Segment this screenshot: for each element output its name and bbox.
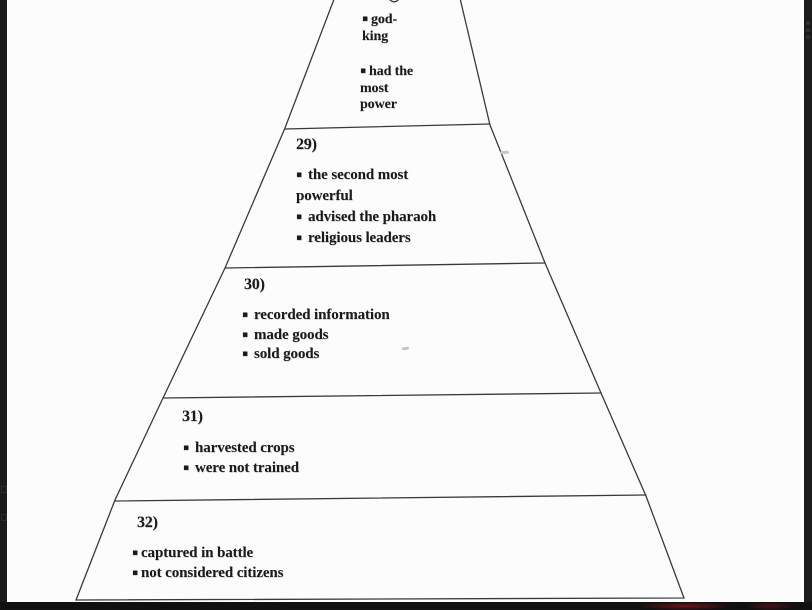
bullet-item: ▪ were not trained: [183, 458, 393, 478]
bullet-item: ▪ recorded information: [242, 306, 452, 326]
edge-artifact: [1, 486, 7, 493]
bullet-text: religious leaders: [308, 230, 411, 246]
bullet-text: sold goods: [254, 346, 320, 362]
bullet-item: ▪ made goods: [242, 326, 452, 346]
level-29-bullets: ▪the second most powerful ▪advised the p…: [296, 165, 450, 249]
bullet-square-icon: ▪: [296, 170, 302, 180]
bullet-item: ▪ harvested crops: [183, 438, 393, 458]
left-edge-bar: [0, 0, 7, 610]
bullet-text: recorded information: [254, 307, 390, 323]
level-31-bullets: ▪ harvested crops ▪ were not trained: [183, 438, 393, 478]
bullet-text: the second most powerful: [296, 167, 409, 204]
bullet-item: ▪ advised the pharaoh: [296, 207, 450, 228]
level-29-label: 29): [296, 136, 317, 153]
edge-artifact: [806, 21, 810, 25]
bullet-text: made goods: [254, 326, 329, 343]
bullet-item: ▪ sold goods: [242, 345, 452, 365]
level-32-label: 32): [137, 514, 158, 531]
bullet-square-icon: ▪: [242, 349, 248, 359]
bottom-edge-bar: [0, 602, 812, 610]
bullet-text: not considered citizens: [141, 564, 284, 581]
pyramid-outline: [75, 0, 685, 601]
edge-tint: [640, 602, 730, 610]
bullet-item: ▪not considered citizens: [132, 564, 372, 584]
bullet-item: ▪ religious leaders: [296, 228, 450, 249]
edge-artifact: [806, 28, 810, 32]
pyramid-level-top-bullet-god-king: ▪god-king: [362, 11, 408, 45]
bullet-text: advised the pharaoh: [308, 209, 437, 225]
level-30-label: 30): [244, 276, 265, 293]
bullet-square-icon: ▪: [362, 14, 368, 24]
pyramid-level-top-bullet-most-power: ▪had the most power: [360, 63, 424, 114]
bullet-square-icon: ▪: [242, 329, 248, 340]
scan-smudge: [499, 150, 510, 155]
bullet-text: harvested crops: [195, 440, 295, 456]
bullet-text: god-king: [362, 12, 398, 44]
divider-2: [224, 262, 546, 269]
level-32-bullets: ▪captured in battle ▪not considered citi…: [132, 544, 372, 583]
edge-artifact: [1, 514, 7, 521]
bullet-text: were not trained: [195, 460, 299, 476]
level-30-bullets: ▪ recorded information ▪ made goods ▪ sold …: [242, 306, 452, 365]
right-edge-bar: [804, 0, 812, 610]
bullet-square-icon: ▪: [183, 463, 189, 473]
bullet-item: ▪had the most power: [360, 63, 424, 114]
bullet-square-icon: ▪: [183, 443, 189, 453]
bullet-square-icon: ▪: [296, 233, 302, 243]
bullet-text: captured in battle: [141, 545, 254, 561]
divider-3: [162, 392, 602, 399]
bullet-item: ▪god-king: [362, 11, 408, 45]
bullet-item: ▪captured in battle: [132, 544, 372, 564]
edge-tint: [745, 602, 795, 610]
bullet-square-icon: ▪: [242, 310, 248, 320]
cutoff-label-fragment: [389, 0, 399, 3]
edge-artifact: [806, 35, 810, 39]
bullet-square-icon: ▪: [132, 548, 138, 558]
bullet-text: had the most power: [360, 64, 414, 112]
bullet-item: ▪the second most powerful: [296, 165, 450, 207]
level-31-label: 31): [182, 408, 203, 425]
bullet-square-icon: ▪: [360, 66, 366, 76]
divider-4: [114, 494, 647, 502]
bullet-square-icon: ▪: [132, 567, 138, 578]
bullet-square-icon: ▪: [296, 212, 302, 222]
divider-1: [284, 123, 491, 130]
